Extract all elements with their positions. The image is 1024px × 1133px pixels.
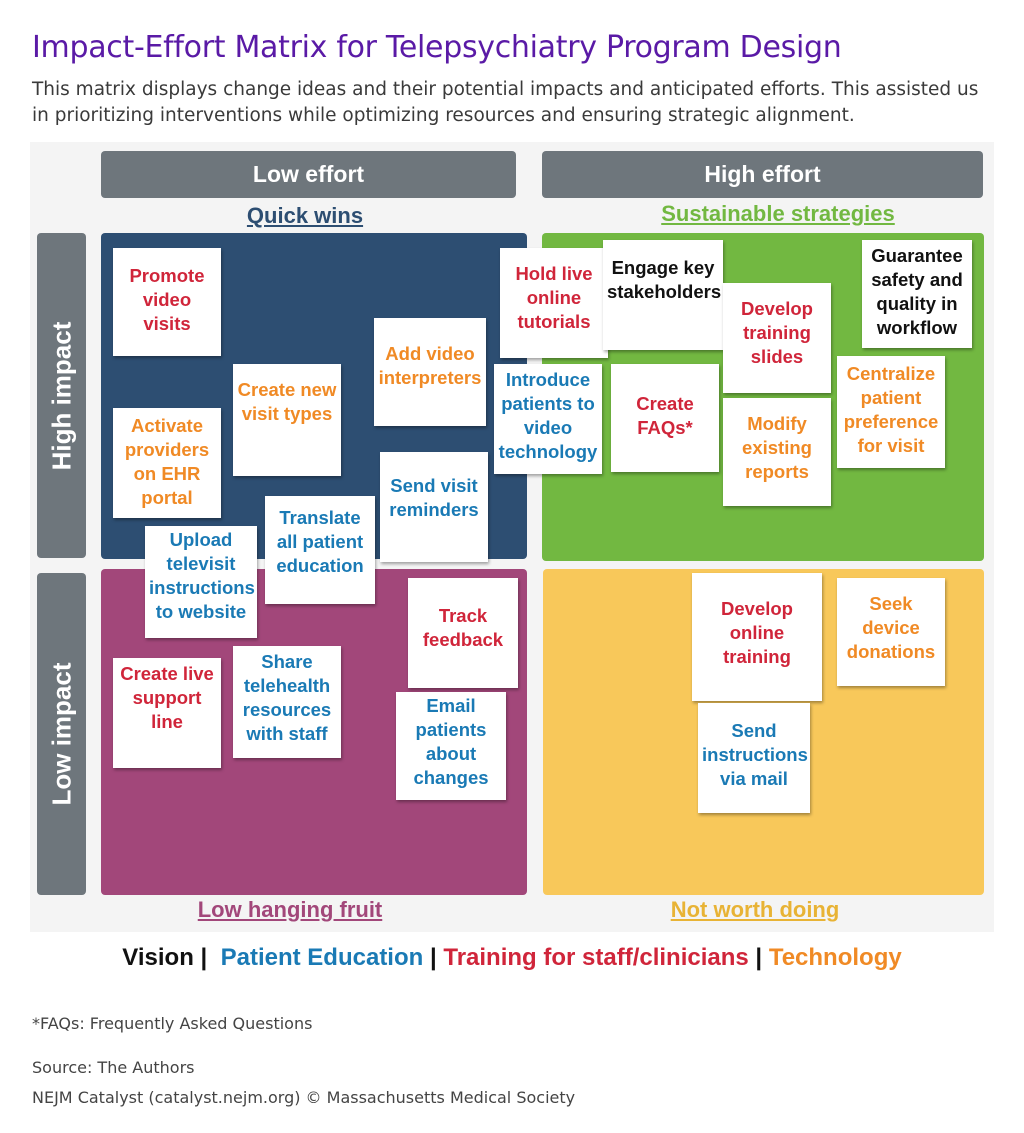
- note-guarantee-safety: Guarantee safety and quality in workflow: [862, 240, 972, 348]
- high-effort-header: High effort: [542, 151, 983, 198]
- high-impact-label: High impact: [46, 321, 76, 470]
- note-create-support-line: Create live support line: [113, 658, 221, 768]
- low-effort-header: Low effort: [101, 151, 516, 198]
- note-track-feedback: Track feedback: [408, 578, 518, 688]
- legend-patient-education: Patient Education: [220, 944, 424, 971]
- page-subtitle: This matrix displays change ideas and th…: [32, 79, 979, 126]
- note-translate-education: Translate all patient education: [265, 496, 375, 604]
- legend-separator: |: [429, 944, 437, 971]
- note-promote-video-visits: Promote video visits: [113, 248, 221, 356]
- note-introduce-patients: Introduce patients to video technology: [494, 364, 602, 474]
- note-send-visit-reminders: Send visit reminders: [380, 452, 488, 562]
- note-email-patients: Email patients about changes: [396, 692, 506, 800]
- note-send-instructions-mail: Send instructions via mail: [698, 703, 810, 813]
- legend-vision: Vision: [122, 944, 194, 971]
- note-hold-live-tutorials: Hold live online tutorials: [500, 248, 608, 358]
- legend-separator: [194, 944, 201, 971]
- note-create-visit-types: Create new visit types: [233, 364, 341, 476]
- note-develop-online-training: Develop online training: [692, 573, 822, 701]
- note-activate-providers: Activate providers on EHR portal: [113, 408, 221, 518]
- note-modify-reports: Modify existing reports: [723, 398, 831, 506]
- source: Source: The Authors: [32, 1058, 195, 1077]
- low-impact-label: Low impact: [46, 662, 76, 806]
- quick-wins-label: Quick wins: [246, 203, 364, 228]
- low-impact-header: Low impact: [37, 573, 86, 895]
- note-create-faqs: Create FAQs*: [611, 364, 719, 472]
- note-share-resources: Share telehealth resources with staff: [233, 646, 341, 758]
- note-engage-stakeholders: Engage key stakeholders: [603, 240, 723, 350]
- credit: NEJM Catalyst (catalyst.nejm.org) © Mass…: [32, 1088, 576, 1107]
- note-add-video-interpreters: Add video interpreters: [374, 318, 486, 426]
- legend-separator: |: [200, 944, 208, 971]
- note-develop-training-slides: Develop training slides: [723, 283, 831, 393]
- note-upload-instructions: Upload televisit instructions to website: [145, 526, 257, 638]
- low-hanging-fruit-label: Low hanging fruit: [197, 897, 383, 922]
- sustainable-strategies-label: Sustainable strategies: [661, 201, 895, 226]
- high-impact-header: High impact: [37, 233, 86, 558]
- footnote: *FAQs: Frequently Asked Questions: [32, 1014, 313, 1033]
- legend: Vision | Patient Education | Training fo…: [0, 944, 1024, 972]
- legend-training: Training for staff/clinicians: [443, 944, 749, 971]
- not-worth-doing-label: Not worth doing: [670, 897, 840, 922]
- note-centralize-preference: Centralize patient preference for visit: [837, 356, 945, 468]
- note-seek-donations: Seek device donations: [837, 578, 945, 686]
- page-title: Impact-Effort Matrix for Telepsychiatry …: [32, 30, 842, 65]
- legend-separator: |: [755, 944, 763, 971]
- legend-technology: Technology: [768, 944, 902, 971]
